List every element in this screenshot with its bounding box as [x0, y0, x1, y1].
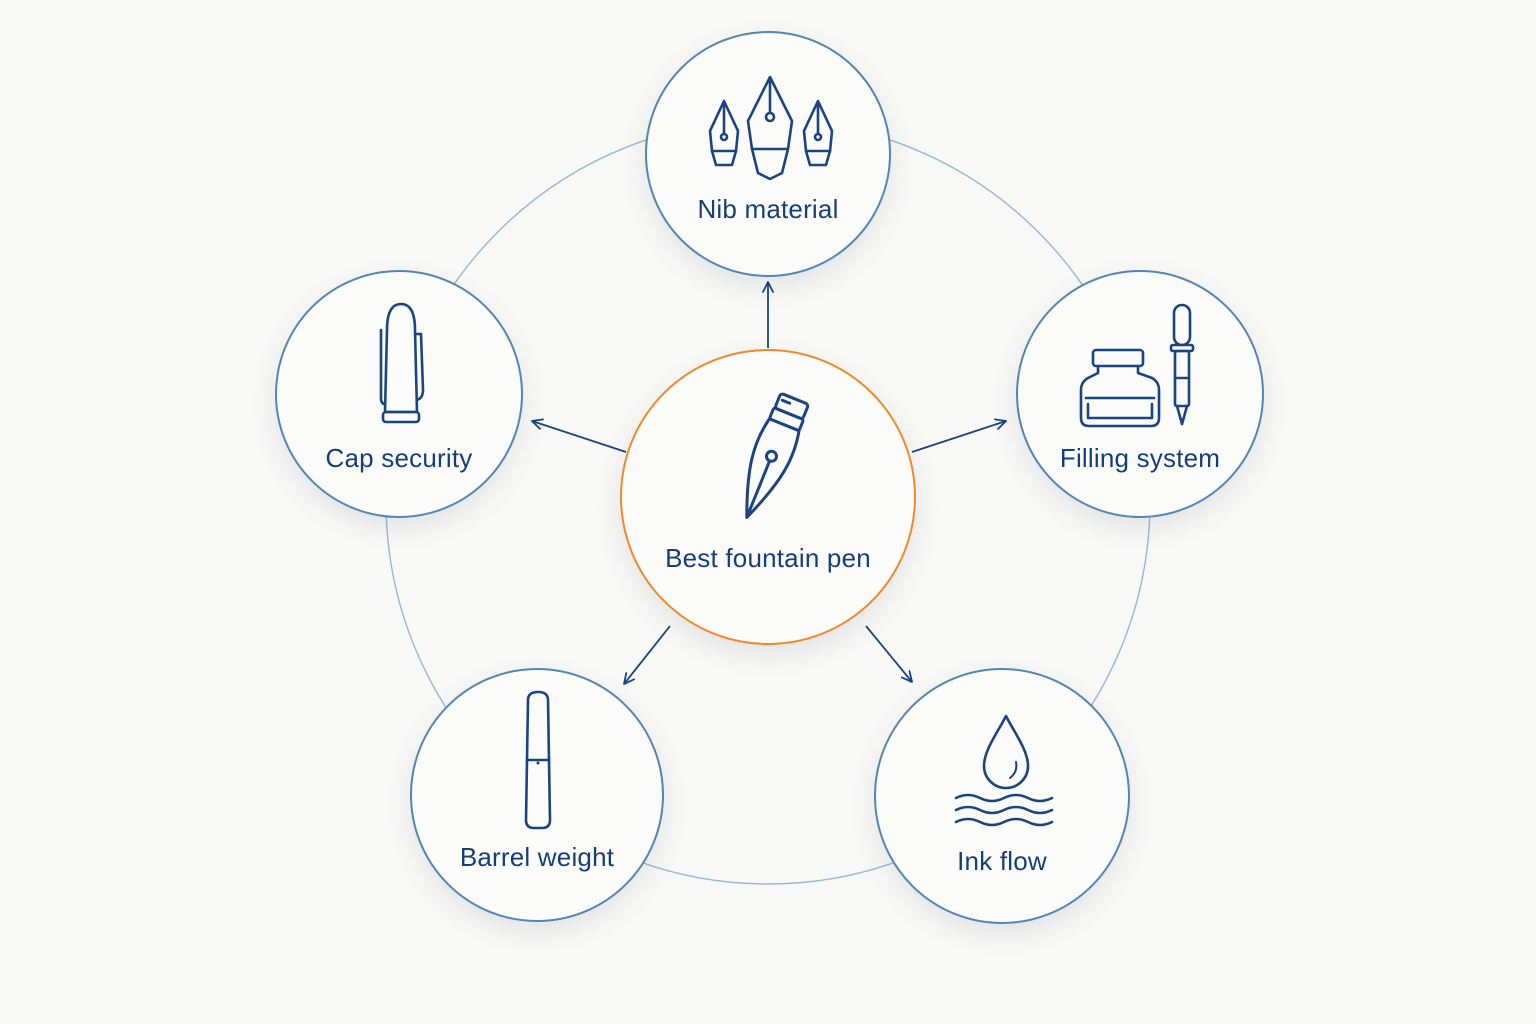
factor-node-ink-flow: Ink flow [874, 668, 1130, 924]
pen-barrel-icon [524, 690, 552, 830]
dropper [1169, 303, 1195, 426]
ink-drop [982, 714, 1030, 790]
wave-1 [954, 793, 1054, 803]
fountain-pen-nib-icon [745, 392, 810, 519]
factor-label-ink-flow: Ink flow [957, 846, 1047, 876]
factor-node-nib-material: Nib material [645, 31, 891, 277]
arrow-to-filling-system [911, 418, 1007, 453]
arrow-to-ink-flow [865, 625, 913, 683]
arrow-to-barrel-weight [623, 625, 671, 685]
factor-label-barrel-weight: Barrel weight [459, 842, 615, 872]
factor-node-cap-security: Cap security [275, 270, 523, 518]
wave-2 [954, 805, 1054, 815]
ink-drop-waves-icon [954, 714, 1054, 827]
pen-cap-icon [379, 302, 425, 424]
arrow-to-cap-security [531, 418, 627, 453]
nib-trio-icon [708, 75, 834, 181]
wave-3 [954, 817, 1054, 827]
center-node: Best fountain pen [620, 349, 916, 645]
ink-bottle [1079, 348, 1161, 428]
nib-left [708, 99, 740, 167]
ink-bottle-dropper-icon [1079, 303, 1195, 428]
factor-node-barrel-weight: Barrel weight [410, 668, 664, 922]
nib-right [802, 99, 834, 167]
factor-label-filling-system: Filling system [1059, 443, 1221, 473]
factor-node-filling-system: Filling system [1016, 270, 1264, 518]
nib-middle [746, 75, 794, 181]
factor-label-cap-security: Cap security [325, 443, 473, 473]
center-label: Best fountain pen [665, 543, 871, 573]
factor-label-nib-material: Nib material [697, 194, 839, 224]
